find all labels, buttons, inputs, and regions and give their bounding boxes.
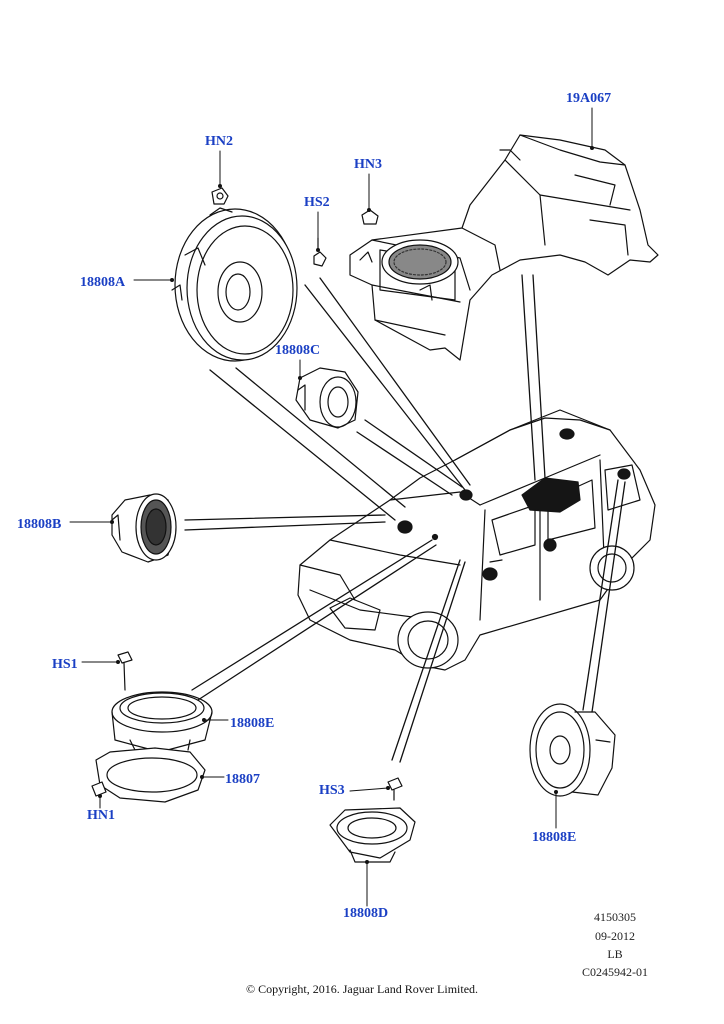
- nut-hn3: [361, 209, 379, 225]
- speaker-18808b: [111, 493, 177, 563]
- screw-hs1: [117, 651, 133, 691]
- callout-hs2[interactable]: HS2: [304, 195, 330, 210]
- leader-lines: [184, 274, 626, 763]
- illustration-id: C0245942-01: [582, 965, 648, 979]
- callout-dots: [98, 146, 594, 864]
- vehicle-body: [297, 409, 656, 671]
- vehicle-speaker-locations: [397, 428, 631, 581]
- speaker-18808e-left: [111, 691, 213, 753]
- copyright-notice: © Copyright, 2016. Jaguar Land Rover Lim…: [245, 982, 479, 996]
- callout-18808e-right[interactable]: 18808E: [532, 830, 577, 845]
- speaker-18808e-right: [529, 703, 616, 797]
- nut-hn2: [211, 187, 229, 205]
- callout-18808d[interactable]: 18808D: [343, 906, 389, 921]
- speaker-18808a: [171, 207, 298, 362]
- adapter-18807: [95, 747, 206, 803]
- screw-hs2: [313, 237, 327, 267]
- callout-hs3[interactable]: HS3: [319, 783, 345, 798]
- callout-19a067[interactable]: 19A067: [566, 91, 612, 106]
- reference-number: 4150305: [594, 910, 636, 924]
- callout-18808b[interactable]: 18808B: [17, 517, 62, 532]
- clip-hn1: [91, 781, 107, 797]
- callout-hn2[interactable]: HN2: [205, 134, 233, 149]
- callout-hn3[interactable]: HN3: [354, 157, 382, 172]
- reference-date: 09-2012: [595, 929, 635, 943]
- callout-18808e-left[interactable]: 18808E: [230, 716, 275, 731]
- tweeter-18808c: [295, 367, 359, 429]
- reference-code: LB: [607, 947, 623, 961]
- speaker-18808d: [329, 807, 416, 863]
- callout-lines: [69, 107, 593, 907]
- callout-hs1[interactable]: HS1: [52, 657, 78, 672]
- callout-18808c[interactable]: 18808C: [275, 343, 321, 358]
- subwoofer-enclosure-19a067: [349, 134, 659, 361]
- callout-18807[interactable]: 18807: [225, 772, 260, 787]
- callout-18808a[interactable]: 18808A: [80, 275, 126, 290]
- callout-hn1[interactable]: HN1: [87, 808, 115, 823]
- screw-hs3: [387, 777, 403, 801]
